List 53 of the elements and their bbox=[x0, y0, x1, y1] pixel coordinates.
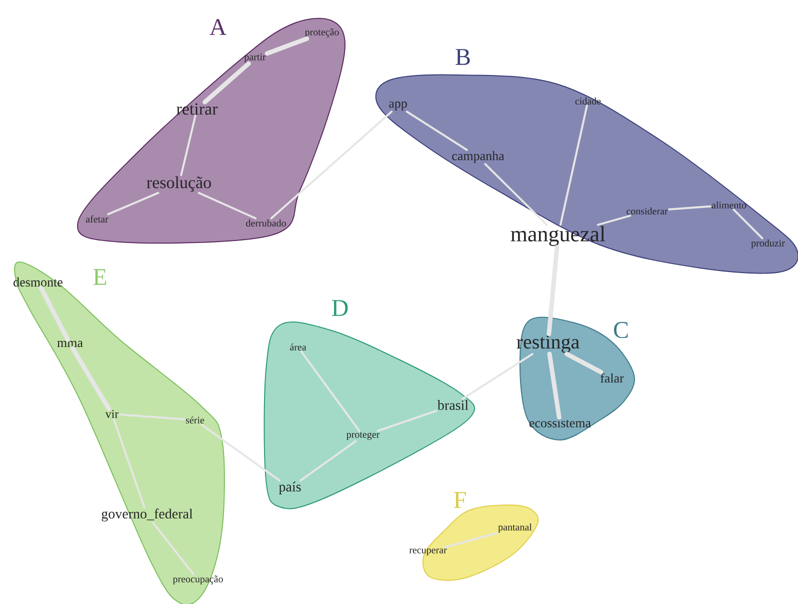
word-label: país bbox=[278, 482, 301, 494]
link-line bbox=[118, 414, 186, 420]
link-line bbox=[152, 522, 195, 576]
link-line bbox=[560, 104, 588, 226]
link-line bbox=[200, 424, 280, 482]
word-label: desmonte bbox=[14, 277, 62, 287]
word-label: mma bbox=[57, 340, 83, 348]
link-line bbox=[300, 350, 360, 432]
word-label: pantanal bbox=[498, 523, 532, 533]
word-label: considerar bbox=[626, 207, 668, 214]
word-label: série bbox=[186, 416, 204, 424]
word-label: app bbox=[389, 102, 407, 110]
link-line bbox=[264, 36, 310, 56]
link-line bbox=[198, 192, 256, 220]
link-line bbox=[546, 244, 560, 336]
word-label: vir bbox=[105, 410, 119, 418]
link-line bbox=[732, 208, 764, 240]
word-label: ecossistema bbox=[529, 418, 591, 428]
word-label: governo_federal bbox=[102, 508, 193, 522]
link-line bbox=[300, 440, 357, 482]
link-line bbox=[444, 532, 498, 548]
link-line bbox=[70, 346, 112, 411]
link-line bbox=[180, 114, 196, 176]
link-line bbox=[376, 410, 438, 432]
link-line bbox=[406, 110, 468, 151]
link-line bbox=[484, 163, 548, 226]
word-label: proteção bbox=[304, 28, 339, 38]
word-label: área bbox=[290, 343, 306, 351]
word-label: derrubado bbox=[246, 219, 286, 226]
word-label: partir bbox=[244, 54, 266, 62]
word-label: preocupação bbox=[172, 576, 223, 584]
word-label: brasil bbox=[437, 400, 468, 410]
link-line bbox=[462, 352, 534, 400]
word-label: resolução bbox=[146, 176, 211, 192]
link-line bbox=[202, 61, 251, 104]
node-label: D bbox=[332, 300, 348, 316]
word-label: afetar bbox=[86, 215, 108, 223]
link-line bbox=[38, 286, 70, 342]
word-label: proteger bbox=[346, 432, 380, 440]
node-label: B bbox=[456, 49, 470, 65]
word-label: campanha bbox=[452, 151, 504, 163]
word-label: falar bbox=[600, 373, 624, 383]
link-line bbox=[596, 214, 632, 226]
link-line bbox=[270, 110, 393, 220]
node-label: F bbox=[454, 492, 466, 508]
word-label: cidade bbox=[575, 97, 601, 104]
link-line bbox=[547, 352, 562, 420]
word-label: produzir bbox=[751, 239, 785, 249]
link-line bbox=[564, 352, 604, 374]
link-line bbox=[668, 205, 712, 210]
link-line bbox=[107, 192, 160, 216]
word-label: alimento bbox=[712, 201, 746, 208]
link-line bbox=[112, 418, 146, 508]
